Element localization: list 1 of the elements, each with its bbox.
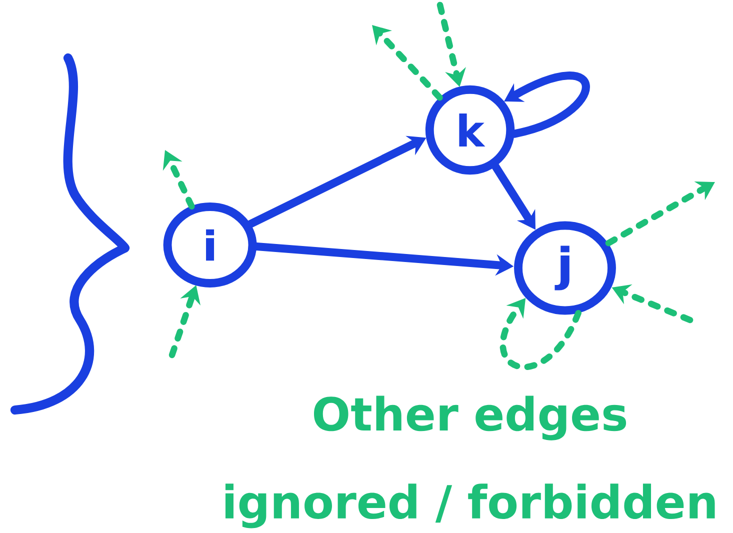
note-text: Other edges ignored / forbidden	[226, 396, 715, 528]
